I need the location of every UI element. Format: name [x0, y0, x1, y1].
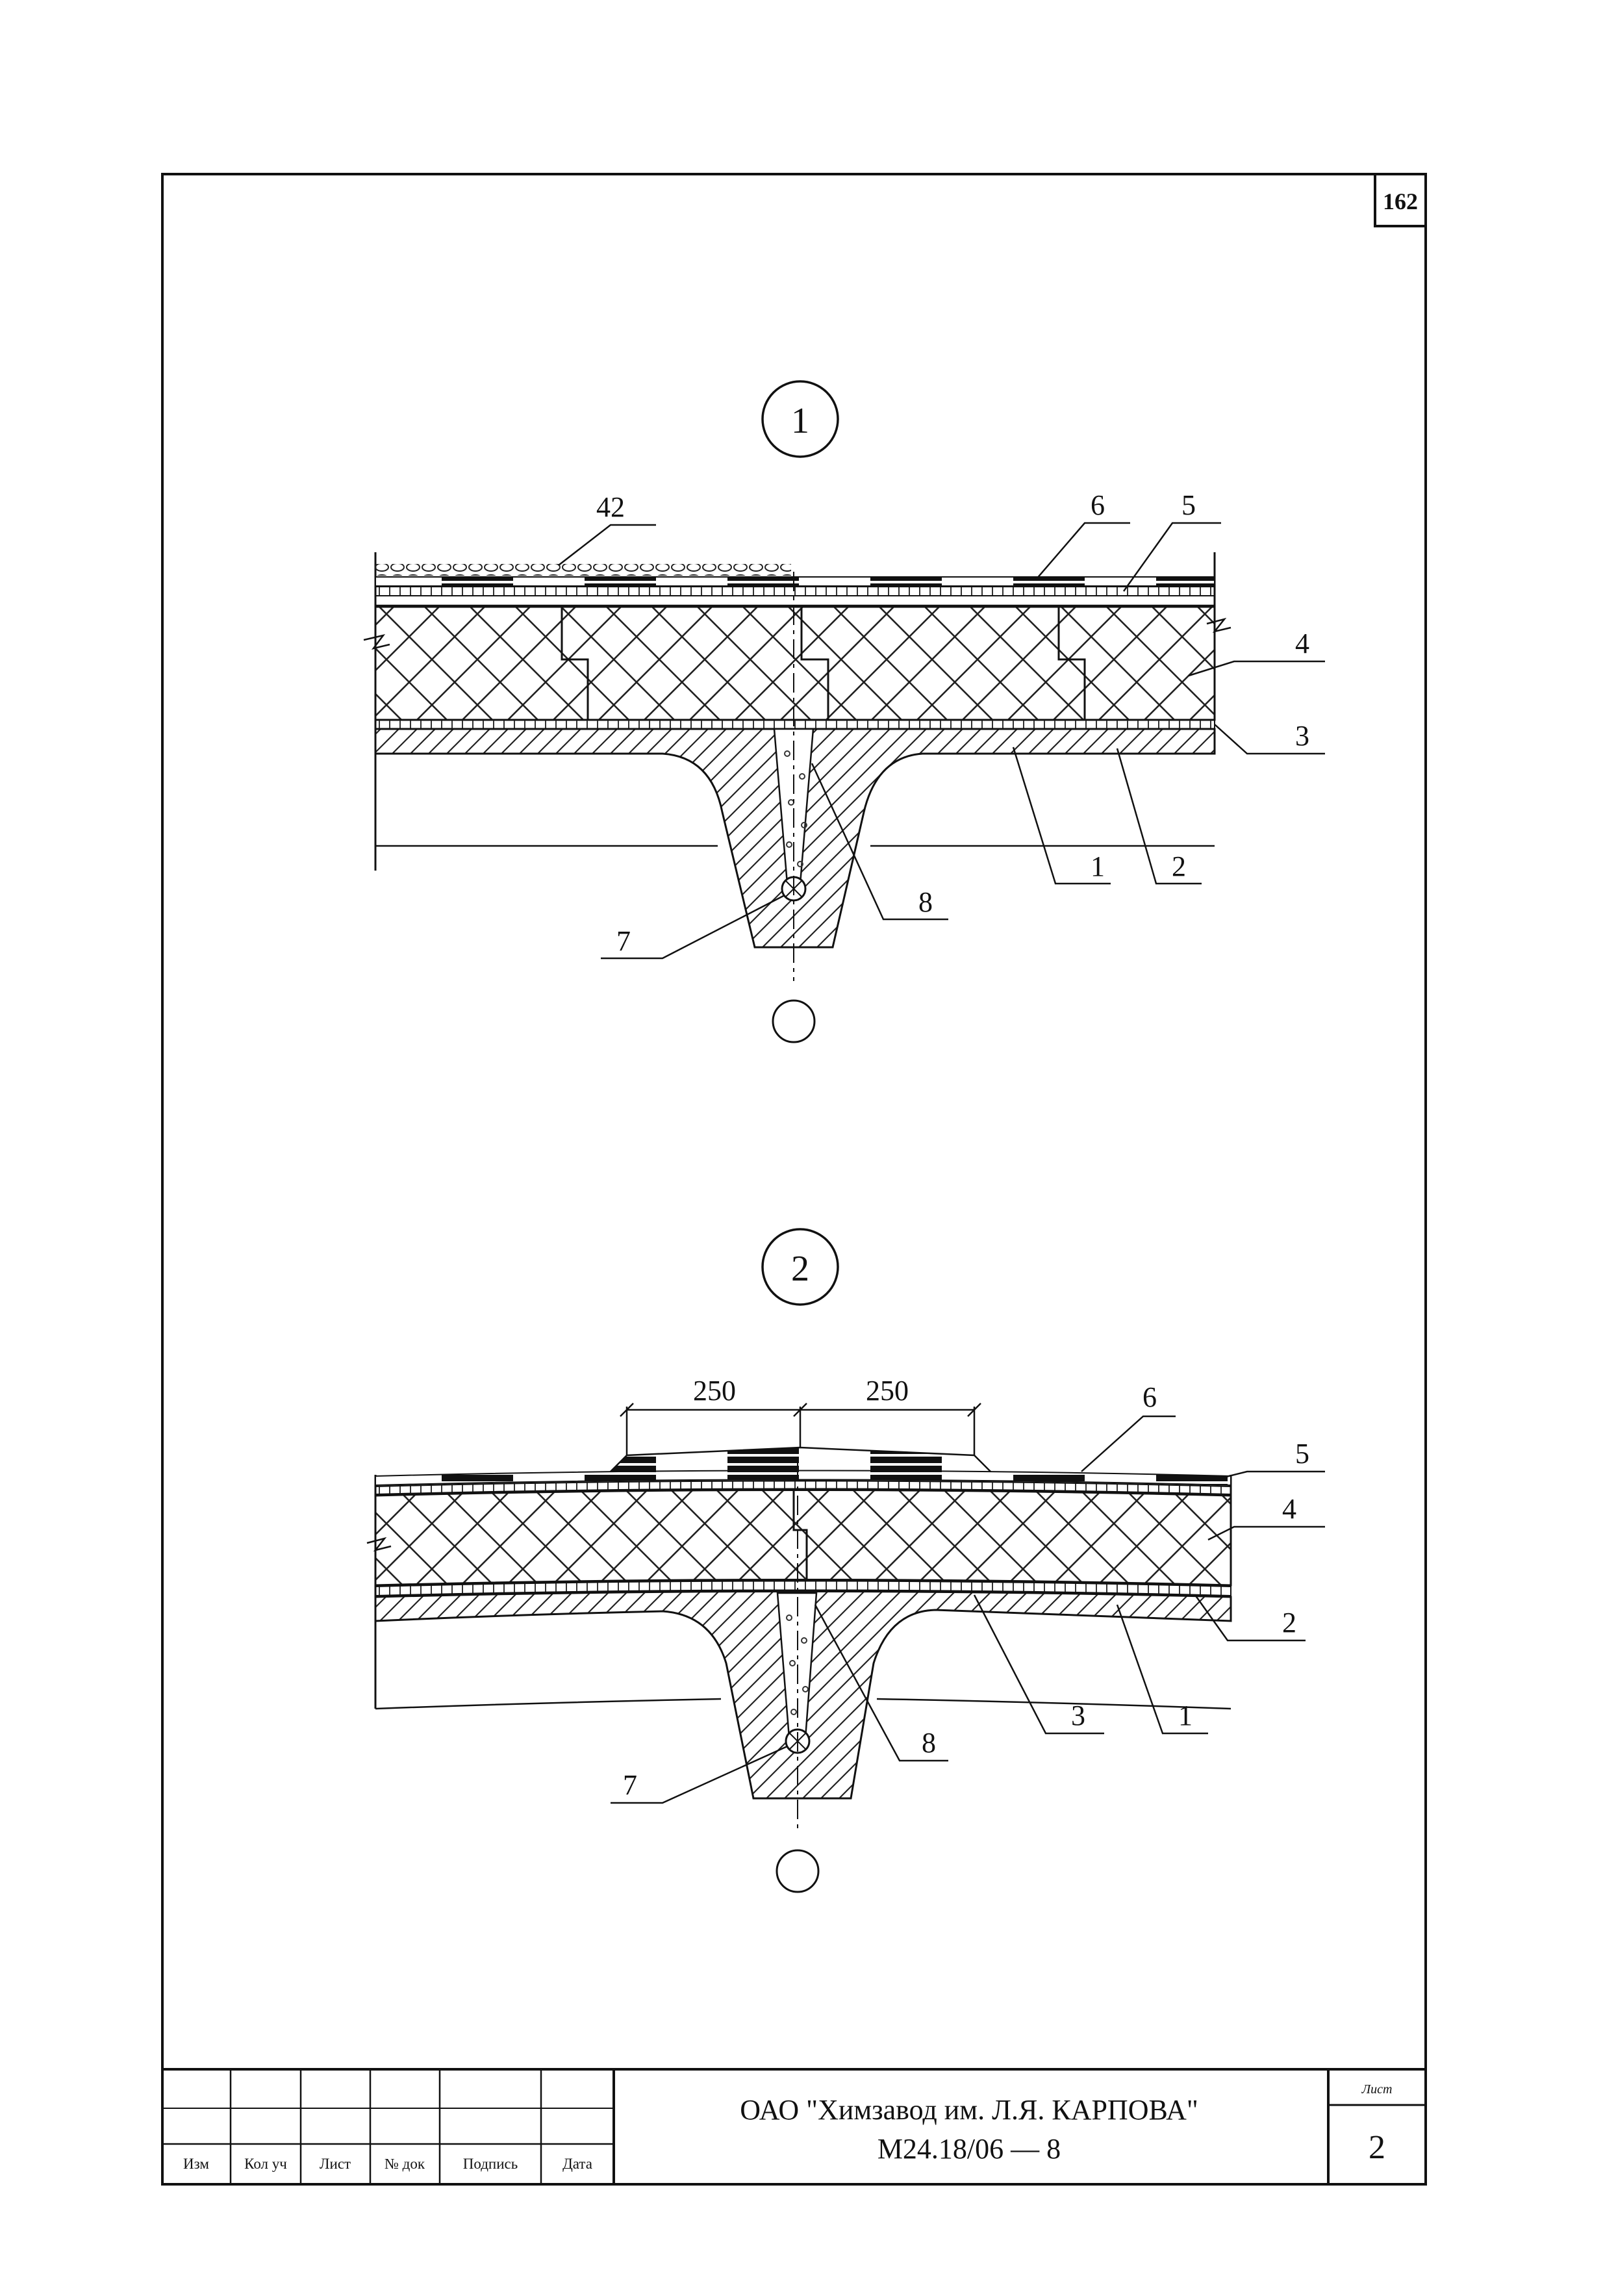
page-number: 162: [1383, 188, 1418, 214]
detail-2: 2 250 250: [366, 1228, 1325, 1893]
gravel-layer: [375, 564, 791, 576]
membrane-top-2: [375, 1470, 1231, 1486]
label-42: 42: [596, 491, 625, 523]
label-2: 2: [1282, 1607, 1296, 1639]
insulation-1: [374, 606, 1216, 721]
header-signature: Подпись: [463, 2156, 518, 2172]
dimension-left: 250: [693, 1375, 736, 1407]
label-7: 7: [623, 1769, 637, 1801]
label-1: 1: [1178, 1700, 1193, 1731]
dimension-right: 250: [866, 1375, 909, 1407]
header-date: Дата: [562, 2156, 592, 2172]
label-5: 5: [1181, 489, 1196, 521]
document-code: М24.18/06 — 8: [877, 2133, 1061, 2165]
label-4: 4: [1282, 1493, 1296, 1525]
sheet-number: 2: [1369, 2129, 1385, 2166]
label-4: 4: [1295, 628, 1309, 659]
title-block: [162, 2068, 1426, 2184]
header-kol-uch: Кол уч: [244, 2156, 287, 2172]
label-6: 6: [1143, 1381, 1157, 1413]
detail-2-marker: [761, 1228, 839, 1306]
membrane-lower: [375, 586, 1215, 596]
membrane-lower-2: [375, 1480, 1231, 1496]
label-8: 8: [922, 1727, 936, 1759]
sheet-frame: [161, 173, 1427, 2186]
axis-marker-1: [772, 999, 816, 1043]
detail-1: 1: [363, 380, 1325, 1043]
sheet-label: Лист: [1361, 2082, 1393, 2097]
page-number-box: 162: [1374, 173, 1427, 227]
label-3: 3: [1071, 1700, 1085, 1731]
label-7: 7: [616, 925, 631, 957]
axis-marker-2: [776, 1849, 820, 1893]
header-izm: Изм: [183, 2156, 209, 2172]
label-1: 1: [1091, 850, 1105, 882]
detail-2-mark: 2: [791, 1249, 809, 1289]
label-6: 6: [1091, 489, 1105, 521]
membrane-top: [375, 576, 1215, 587]
label-2: 2: [1172, 850, 1186, 882]
organization-name: ОАО "Химзавод им. Л.Я. КАРПОВА": [740, 2094, 1198, 2126]
label-5: 5: [1295, 1438, 1309, 1470]
label-3: 3: [1295, 720, 1309, 752]
detail-1-marker: [761, 380, 839, 458]
detail-1-mark: 1: [791, 401, 809, 441]
insulation-2: [374, 1489, 1232, 1587]
vapour-barrier: [375, 719, 1215, 730]
header-list: Лист: [320, 2156, 351, 2172]
header-doc-no: № док: [385, 2156, 425, 2172]
label-8: 8: [918, 886, 933, 918]
